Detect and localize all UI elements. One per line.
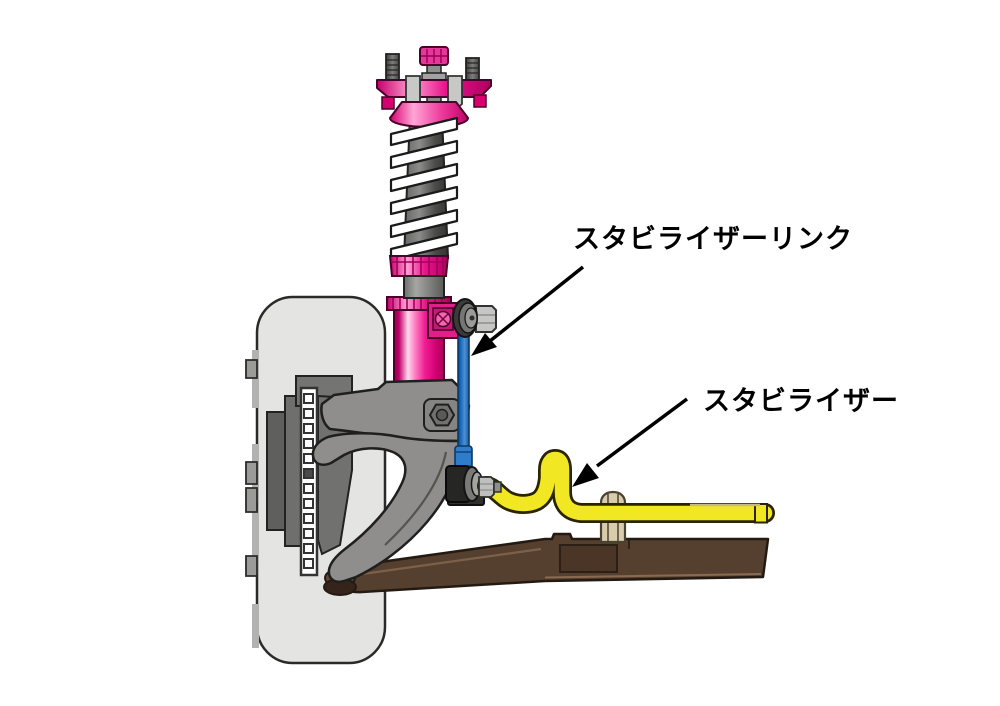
callout-stabilizer: スタビライザー bbox=[572, 386, 899, 487]
callout-stabilizer-link: スタビライザーリンク bbox=[471, 224, 853, 356]
spring-coil bbox=[389, 162, 459, 193]
spring-coil bbox=[389, 208, 459, 239]
subframe-inset-panel bbox=[559, 544, 618, 573]
subframe-bottom-highlight bbox=[544, 573, 762, 579]
arrow-line-stabilizer-link bbox=[488, 265, 585, 343]
stabilizer-bar-end bbox=[754, 503, 768, 524]
perch-knurling bbox=[391, 257, 447, 275]
stud-left-threads bbox=[386, 59, 399, 76]
spring-coil bbox=[389, 139, 459, 170]
top-mount-stud-right bbox=[465, 57, 480, 83]
arrowhead-stabilizer-link bbox=[471, 333, 497, 356]
stabilizer-link-bracket bbox=[427, 302, 497, 339]
tire-tread-tabs bbox=[245, 359, 258, 577]
label-stabilizer: スタビライザー bbox=[703, 386, 899, 417]
knuckle-arm bbox=[311, 432, 461, 583]
stabilizer-bar bbox=[477, 449, 775, 524]
lower-nut-facets bbox=[480, 483, 493, 491]
spring-coil bbox=[389, 116, 459, 147]
plate-tab-right bbox=[473, 94, 487, 108]
knob-grid bbox=[421, 49, 447, 63]
threaded-body-section bbox=[403, 275, 445, 299]
top-mount-stud-left bbox=[385, 53, 400, 83]
bushing-center bbox=[469, 315, 475, 321]
stabilizer-bar-color bbox=[479, 451, 773, 521]
knuckle-crease bbox=[384, 451, 448, 546]
rotor-vent-squares bbox=[303, 393, 314, 569]
rotor-vent-square-dark bbox=[303, 468, 314, 479]
stabilizer-link bbox=[454, 333, 473, 473]
coilover-strut bbox=[376, 46, 492, 299]
plate-tab-left bbox=[381, 96, 395, 110]
link-top-nut-facets bbox=[477, 314, 495, 324]
arrow-line-stabilizer bbox=[595, 397, 689, 468]
spring-perch-ring bbox=[388, 255, 450, 277]
steering-knuckle bbox=[311, 378, 471, 583]
link-upper-bushing bbox=[452, 298, 478, 338]
brake-rotor bbox=[299, 386, 319, 577]
link-lower-hardware bbox=[445, 465, 485, 506]
pinch-bolt-center bbox=[435, 408, 449, 422]
link-rod bbox=[457, 333, 470, 453]
arrowhead-stabilizer bbox=[572, 463, 599, 487]
lower-nut-stub bbox=[493, 481, 502, 493]
link-lower-nut bbox=[478, 476, 502, 498]
bracket-bolt-cross bbox=[437, 313, 449, 325]
spring-coil bbox=[389, 185, 459, 216]
control-arm-top-facet bbox=[354, 547, 542, 577]
label-stabilizer-link: スタビライザーリンク bbox=[573, 224, 853, 255]
coil-spring bbox=[389, 116, 459, 262]
lower-nut-body bbox=[478, 476, 495, 498]
link-top-nut bbox=[475, 305, 497, 333]
stud-right-threads bbox=[466, 62, 479, 74]
